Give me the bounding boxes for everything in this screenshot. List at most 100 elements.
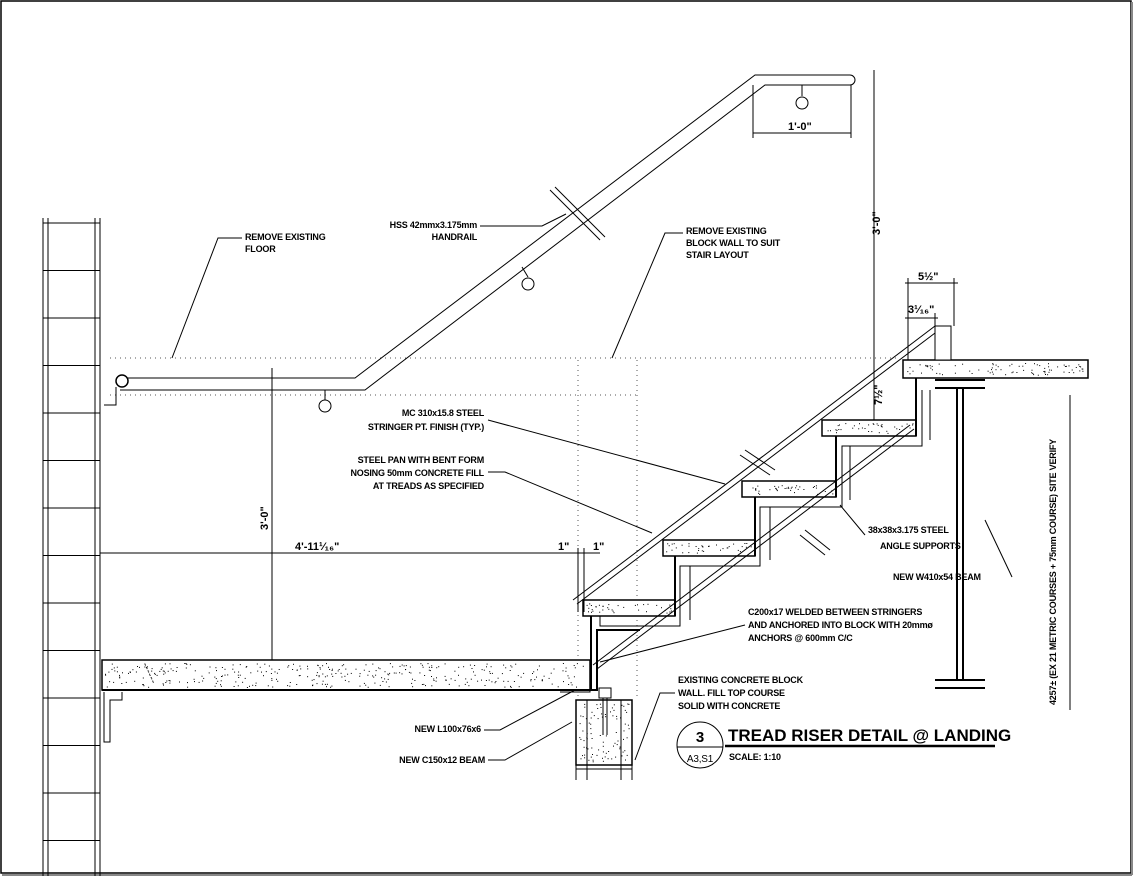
concrete-hatch-dot xyxy=(1068,372,1070,373)
concrete-hatch-dot xyxy=(201,675,203,677)
upper-landing xyxy=(902,325,1089,689)
concrete-hatch-dot xyxy=(881,424,883,426)
concrete-hatch-dot xyxy=(389,663,391,665)
concrete-hatch-dot xyxy=(405,665,407,667)
concrete-hatch-dot xyxy=(176,667,178,668)
concrete-hatch-dot xyxy=(582,665,584,667)
concrete-hatch-dot xyxy=(172,670,174,672)
concrete-hatch-dot xyxy=(344,679,346,681)
concrete-hatch-dot xyxy=(465,678,467,680)
concrete-hatch-dot xyxy=(919,364,921,366)
concrete-hatch-dot xyxy=(592,759,594,761)
concrete-hatch-dot xyxy=(574,667,576,669)
concrete-hatch-dot xyxy=(737,549,739,551)
concrete-hatch-dot xyxy=(590,605,592,606)
concrete-hatch-dot xyxy=(853,425,855,427)
concrete-hatch-dot xyxy=(931,369,933,371)
concrete-hatch-dot xyxy=(232,664,234,666)
concrete-hatch-dot xyxy=(601,713,603,715)
concrete-hatch-dot xyxy=(324,676,326,678)
concrete-hatch-dot xyxy=(495,681,497,682)
concrete-hatch-dot xyxy=(1064,366,1066,367)
concrete-hatch-dot xyxy=(550,672,552,674)
concrete-hatch-dot xyxy=(481,669,483,671)
concrete-hatch-dot xyxy=(233,686,235,687)
concrete-hatch-dot xyxy=(489,671,491,673)
concrete-hatch-dot xyxy=(590,733,592,735)
concrete-hatch-dot xyxy=(187,682,188,684)
concrete-hatch-dot xyxy=(175,670,177,672)
handrail[interactable] xyxy=(104,74,856,413)
concrete-hatch-dot xyxy=(621,755,623,757)
concrete-hatch-dot xyxy=(745,546,747,548)
concrete-hatch-dot xyxy=(214,685,216,687)
concrete-hatch-dot xyxy=(507,680,509,682)
concrete-hatch-dot xyxy=(261,671,262,673)
concrete-hatch-dot xyxy=(588,759,590,761)
concrete-hatch-dot xyxy=(597,718,599,720)
concrete-hatch-dot xyxy=(164,672,166,674)
concrete-hatch-dot xyxy=(912,424,914,426)
concrete-hatch-dot xyxy=(591,609,593,611)
concrete-hatch-dot xyxy=(505,667,507,669)
concrete-hatch-dot xyxy=(184,663,186,664)
concrete-hatch-dot xyxy=(202,680,204,682)
concrete-hatch-dot xyxy=(588,722,590,724)
concrete-hatch-dot xyxy=(1036,364,1038,366)
concrete-hatch-dot xyxy=(421,664,423,666)
concrete-hatch-dot xyxy=(515,663,517,665)
concrete-hatch-dot xyxy=(795,487,797,489)
concrete-hatch-dot xyxy=(169,680,171,682)
concrete-hatch-dot xyxy=(896,428,898,430)
concrete-hatch-dot xyxy=(797,488,799,490)
concrete-hatch-dot xyxy=(411,682,413,684)
concrete-hatch-dot xyxy=(264,663,266,665)
concrete-hatch-dot xyxy=(163,673,165,675)
concrete-hatch-dot xyxy=(265,671,267,673)
dim-landing-length: 4'-11¹⁄₁₆" xyxy=(295,541,339,553)
concrete-hatch-dot xyxy=(150,677,152,679)
concrete-hatch-dot xyxy=(179,681,180,683)
concrete-hatch-dot xyxy=(887,432,889,434)
dim-nosing-a: 5½" xyxy=(918,271,939,283)
concrete-hatch-dot xyxy=(536,676,537,678)
concrete-hatch-dot xyxy=(909,367,911,369)
concrete-hatch-dot xyxy=(532,685,534,687)
concrete-hatch-dot xyxy=(209,666,211,668)
concrete-hatch-dot xyxy=(815,485,817,487)
concrete-hatch-dot xyxy=(991,371,993,373)
concrete-hatch-dot xyxy=(579,723,581,725)
concrete-hatch-dot xyxy=(921,372,922,374)
concrete-hatch-dot xyxy=(412,686,414,688)
concrete-hatch-dot xyxy=(589,603,591,605)
concrete-hatch-dot xyxy=(274,671,276,673)
concrete-hatch-dot xyxy=(840,429,842,431)
concrete-hatch-dot xyxy=(880,425,882,427)
concrete-hatch-dot xyxy=(221,667,223,668)
concrete-hatch-dot xyxy=(861,427,863,429)
concrete-hatch-dot xyxy=(163,684,164,686)
concrete-hatch-dot xyxy=(385,681,387,683)
concrete-hatch-dot xyxy=(755,489,757,491)
concrete-hatch-dot xyxy=(930,367,932,369)
concrete-hatch-dot xyxy=(938,363,940,365)
concrete-hatch-dot xyxy=(803,489,805,490)
concrete-hatch-dot xyxy=(422,666,424,668)
concrete-hatch-dot xyxy=(152,680,154,682)
concrete-hatch-dot xyxy=(925,365,927,367)
note-beam-c150: NEW C150x12 BEAM xyxy=(399,755,485,765)
concrete-hatch-dot xyxy=(774,485,776,487)
concrete-hatch-dot xyxy=(322,673,324,675)
concrete-hatch-dot xyxy=(623,730,625,732)
concrete-hatch-dot xyxy=(604,714,606,715)
concrete-hatch-dot xyxy=(156,674,158,676)
concrete-hatch-dot xyxy=(276,672,278,674)
concrete-hatch-dot xyxy=(215,667,217,669)
concrete-hatch-dot xyxy=(596,754,598,756)
concrete-hatch-dot xyxy=(250,672,252,674)
concrete-hatch-dot xyxy=(936,372,938,374)
concrete-hatch-dot xyxy=(307,668,309,670)
concrete-hatch-dot xyxy=(257,670,259,672)
concrete-hatch-dot xyxy=(931,365,933,367)
concrete-hatch-dot xyxy=(444,663,446,665)
